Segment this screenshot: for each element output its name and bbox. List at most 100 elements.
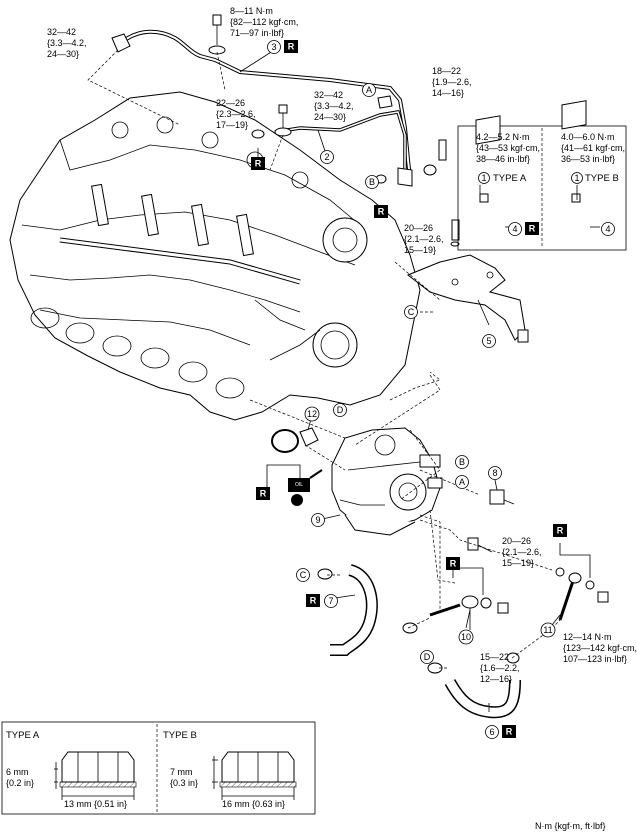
svg-text:7: 7 bbox=[328, 596, 333, 606]
svg-text:12: 12 bbox=[307, 409, 317, 419]
svg-text:{123—142 kgf·cm,: {123—142 kgf·cm, bbox=[563, 643, 637, 653]
svg-text:12—14 N·m: 12—14 N·m bbox=[563, 632, 612, 642]
callout-9: 9 bbox=[311, 513, 325, 527]
torque-spec-t8: 15—22 {1.6—2.2, 12—16} bbox=[480, 652, 520, 684]
svg-text:4: 4 bbox=[512, 224, 517, 234]
leader-lines bbox=[239, 46, 591, 712]
banjo-bolt bbox=[208, 14, 447, 187]
callout-3: 3 bbox=[267, 40, 281, 54]
svg-text:2: 2 bbox=[324, 152, 329, 162]
type-b-label: TYPE B bbox=[585, 173, 619, 184]
svg-text:4: 4 bbox=[605, 224, 610, 234]
r-mark-4a: R bbox=[525, 222, 539, 235]
type-a-table-label: TYPE A bbox=[6, 730, 40, 741]
r-mark-hose-7: R bbox=[306, 594, 320, 607]
torque-spec-t3: 22—26 {2.3—2.6, 17—19} bbox=[216, 98, 256, 130]
torque-spec-type-a: 4.2—5.2 N·m {43—53 kgf·cm, 38—46 in·lbf} bbox=[476, 132, 540, 164]
callout-7: 7 bbox=[324, 594, 338, 608]
svg-text:4.2—5.2 N·m: 4.2—5.2 N·m bbox=[476, 132, 530, 142]
engine-cylinder-head bbox=[9, 91, 421, 421]
letter-c-top: C bbox=[404, 305, 418, 319]
callout-12: 12 bbox=[304, 406, 320, 422]
torque-spec-t7: 20—26 {2.1—2.6, 15—19} bbox=[502, 536, 542, 568]
r-mark-pipe-11: R bbox=[553, 524, 567, 537]
svg-text:{2.3—2.6,: {2.3—2.6, bbox=[216, 109, 256, 119]
svg-text:107—123 in·lbf}: 107—123 in·lbf} bbox=[563, 654, 627, 664]
letter-d-hose: D bbox=[420, 650, 434, 664]
r-mark-o-ring: R bbox=[256, 487, 270, 500]
torque-spec-t9: 12—14 N·m {123—142 kgf·cm, 107—123 in·lb… bbox=[563, 632, 637, 664]
svg-text:15—22: 15—22 bbox=[480, 652, 509, 662]
callout-6: 6 bbox=[485, 725, 499, 739]
svg-text:{3.3—4.2,: {3.3—4.2, bbox=[314, 101, 354, 111]
svg-text:R: R bbox=[506, 727, 513, 737]
torque-spec-t5: 18—22 {1.9—2.6, 14—16} bbox=[432, 66, 472, 98]
svg-text:7 mm: 7 mm bbox=[170, 767, 193, 777]
svg-text:9: 9 bbox=[315, 515, 320, 525]
type-a-label: TYPE A bbox=[493, 173, 527, 184]
svg-text:10: 10 bbox=[461, 632, 471, 642]
callout-5: 5 bbox=[482, 334, 496, 348]
svg-text:18—22: 18—22 bbox=[432, 66, 461, 76]
fuel-hose-7 bbox=[317, 564, 418, 656]
svg-text:A: A bbox=[459, 477, 465, 487]
union-10 bbox=[429, 537, 509, 630]
r-mark-3: R bbox=[284, 40, 298, 53]
sensor-8 bbox=[489, 489, 515, 505]
fuel-hose-6 bbox=[427, 652, 521, 719]
svg-text:1: 1 bbox=[481, 173, 486, 183]
letter-d-top: D bbox=[333, 403, 347, 417]
nut-dimension-table: TYPE A TYPE B 6 mm {0.2 in} 13 mm {0.51 … bbox=[1, 721, 316, 815]
callout-4b: 4 bbox=[601, 222, 615, 236]
svg-text:C: C bbox=[408, 307, 415, 317]
svg-text:3: 3 bbox=[271, 42, 276, 52]
pipe-11 bbox=[555, 567, 609, 621]
svg-text:C: C bbox=[300, 570, 307, 580]
svg-text:11: 11 bbox=[543, 625, 552, 635]
oil-can-icon: OIL bbox=[288, 469, 323, 506]
svg-text:8: 8 bbox=[492, 468, 497, 478]
svg-text:15—19}: 15—19} bbox=[404, 245, 436, 255]
svg-text:6 mm: 6 mm bbox=[6, 767, 29, 777]
svg-text:16 mm {0.63 in}: 16 mm {0.63 in} bbox=[222, 799, 285, 809]
svg-text:D: D bbox=[424, 652, 431, 662]
svg-text:{82—112 kgf·cm,: {82—112 kgf·cm, bbox=[230, 17, 298, 27]
svg-text:R: R bbox=[255, 159, 262, 169]
svg-text:B: B bbox=[459, 457, 465, 467]
r-mark-b: R bbox=[374, 205, 388, 218]
svg-text:20—26: 20—26 bbox=[502, 536, 531, 546]
svg-text:A: A bbox=[366, 85, 372, 95]
svg-text:{1.6—2.2,: {1.6—2.2, bbox=[480, 663, 520, 673]
svg-text:24—30}: 24—30} bbox=[314, 112, 346, 122]
svg-text:17—19}: 17—19} bbox=[216, 120, 248, 130]
svg-text:R: R bbox=[450, 559, 457, 569]
svg-text:71—97 in·lbf}: 71—97 in·lbf} bbox=[230, 28, 284, 38]
svg-text:32—42: 32—42 bbox=[314, 90, 343, 100]
svg-text:14—16}: 14—16} bbox=[432, 88, 464, 98]
svg-text:R: R bbox=[288, 42, 295, 52]
r-mark-hose-6: R bbox=[502, 725, 516, 738]
svg-text:R: R bbox=[557, 526, 564, 536]
callout-11: 11 bbox=[540, 622, 556, 638]
svg-text:OIL: OIL bbox=[295, 482, 303, 488]
bracket-5 bbox=[407, 219, 529, 343]
svg-text:15—19}: 15—19} bbox=[502, 558, 534, 568]
letter-c-hose: C bbox=[296, 568, 310, 582]
svg-text:R: R bbox=[378, 207, 385, 217]
svg-text:{43—53 kgf·cm,: {43—53 kgf·cm, bbox=[476, 143, 540, 153]
svg-text:{1.9—2.6,: {1.9—2.6, bbox=[432, 77, 472, 87]
svg-text:R: R bbox=[529, 224, 536, 234]
svg-text:R: R bbox=[310, 596, 317, 606]
svg-text:13 mm {0.51 in}: 13 mm {0.51 in} bbox=[64, 799, 127, 809]
letter-b-top: B bbox=[365, 175, 379, 189]
fuel-pump-9 bbox=[331, 427, 443, 536]
svg-text:36—53 in·lbf}: 36—53 in·lbf} bbox=[561, 154, 615, 164]
svg-text:B: B bbox=[369, 177, 375, 187]
type-inset-box bbox=[457, 100, 627, 251]
svg-text:{41—61 kgf·cm,: {41—61 kgf·cm, bbox=[561, 143, 625, 153]
svg-text:{2.1—2.6,: {2.1—2.6, bbox=[404, 234, 444, 244]
nut-b-drawing bbox=[212, 751, 297, 800]
torque-spec-t1: 8—11 N·m {82—112 kgf·cm, 71—97 in·lbf} bbox=[230, 6, 298, 38]
svg-text:{3.3—4.2,: {3.3—4.2, bbox=[47, 38, 87, 48]
units-note: N·m {kgf·m, ft·lbf} bbox=[535, 821, 606, 831]
